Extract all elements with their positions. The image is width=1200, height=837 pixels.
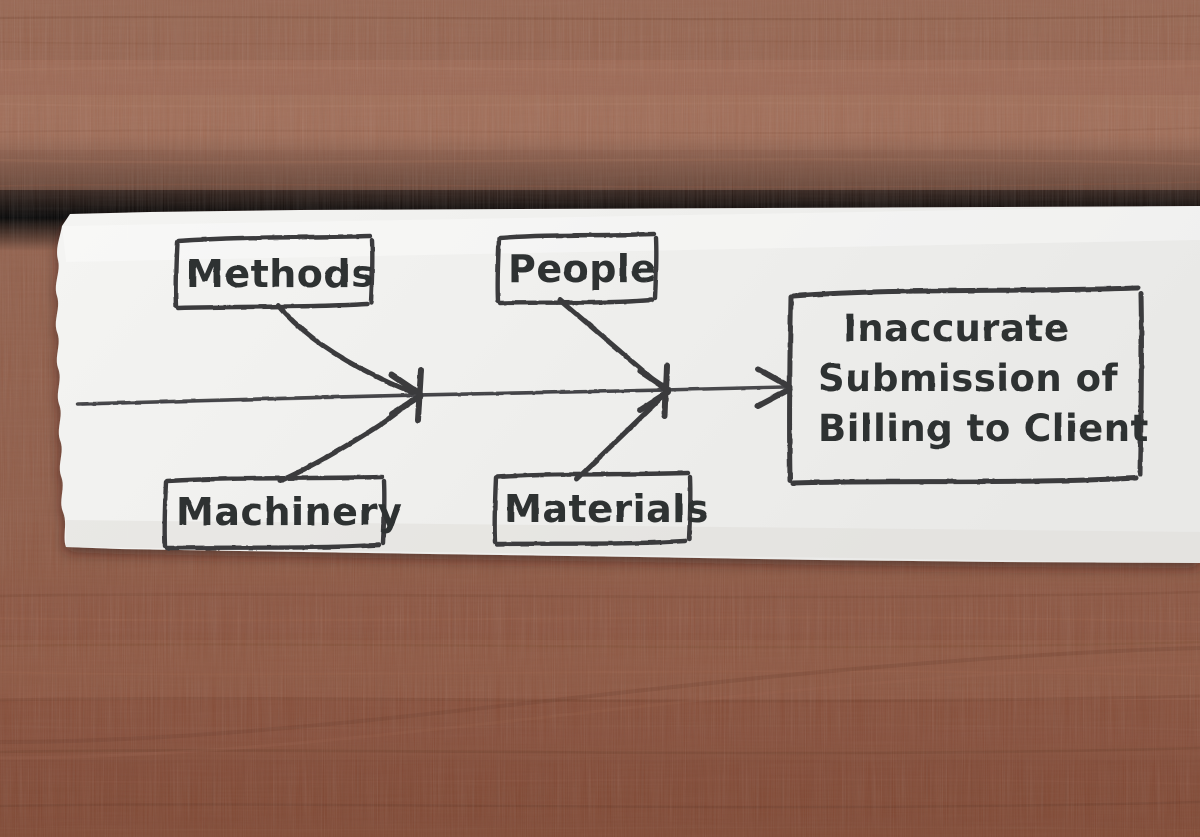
effect-box (787, 285, 1144, 486)
ink-drawing (76, 231, 1144, 551)
bone-people (557, 297, 666, 391)
cause-label-methods: Methods (186, 252, 374, 296)
cause-box-machinery (162, 474, 387, 551)
spine-line (76, 385, 786, 406)
cause-label-machinery: Machinery (176, 490, 403, 534)
bone-methods (275, 302, 415, 395)
cause-box-methods (173, 233, 375, 311)
effect-text: Inaccurate Submission of Billing to Clie… (818, 307, 1149, 450)
cause-box-people (495, 231, 659, 306)
effect-line-1: Inaccurate (843, 307, 1069, 350)
effect-line-3: Billing to Client (818, 407, 1149, 450)
cause-label-people: People (508, 247, 657, 291)
bone-machinery (277, 397, 415, 484)
effect-line-2: Submission of (818, 357, 1119, 400)
bone-materials (574, 394, 665, 482)
cause-box-materials (492, 470, 693, 547)
cause-label-materials: Materials (504, 487, 709, 531)
paper-surface (55, 206, 1200, 563)
handwritten-labels: Methods People Machinery Materials Inacc… (176, 247, 1149, 534)
spine-arrowhead-3 (755, 366, 793, 409)
